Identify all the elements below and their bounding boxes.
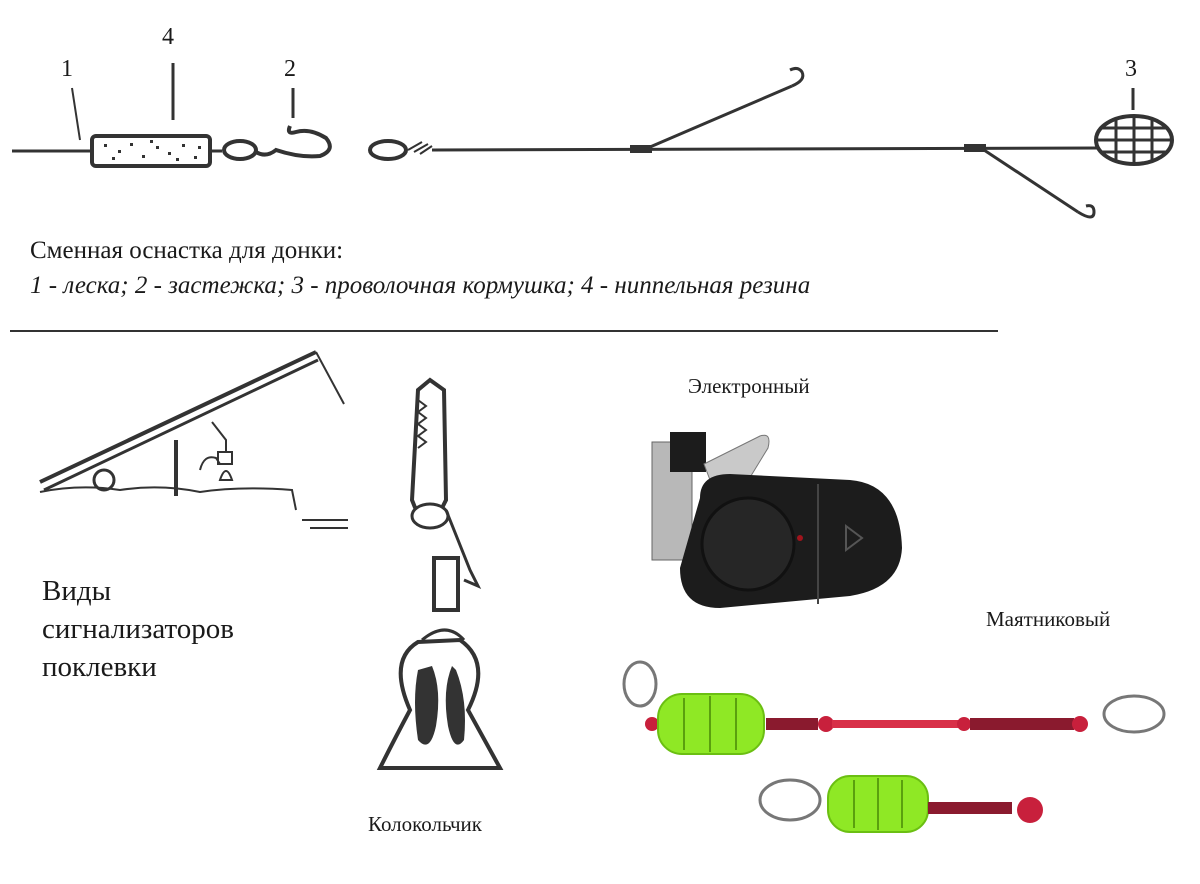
caption-legend: 1 - леска; 2 - застежка; 3 - проволочная… bbox=[30, 272, 811, 299]
title-line-1: Виды bbox=[42, 575, 112, 607]
caption-title: Сменная оснастка для донки: bbox=[30, 237, 344, 264]
label-pendulum: Маятниковый bbox=[986, 607, 1111, 631]
wire-feeder bbox=[1094, 114, 1174, 166]
label-electronic: Электронный bbox=[688, 374, 810, 398]
callout-1: 1 bbox=[61, 56, 73, 82]
rig-diagram bbox=[12, 63, 1174, 219]
callout-2: 2 bbox=[284, 56, 296, 82]
bell-indicator-sketch bbox=[376, 377, 504, 770]
callout-4: 4 bbox=[162, 24, 174, 50]
title-line-2: сигнализаторов bbox=[42, 613, 234, 645]
label-bell: Колокольчик bbox=[368, 812, 482, 836]
callout-3: 3 bbox=[1125, 56, 1137, 82]
pendulum-indicators-photo bbox=[622, 660, 1166, 833]
title-line-3: поклевки bbox=[42, 651, 157, 683]
rod-bell-sketch bbox=[39, 350, 348, 529]
signalers-title: Виды сигнализаторов поклевки bbox=[42, 572, 234, 686]
section-divider bbox=[10, 330, 998, 332]
electronic-alarm-photo bbox=[651, 432, 902, 608]
